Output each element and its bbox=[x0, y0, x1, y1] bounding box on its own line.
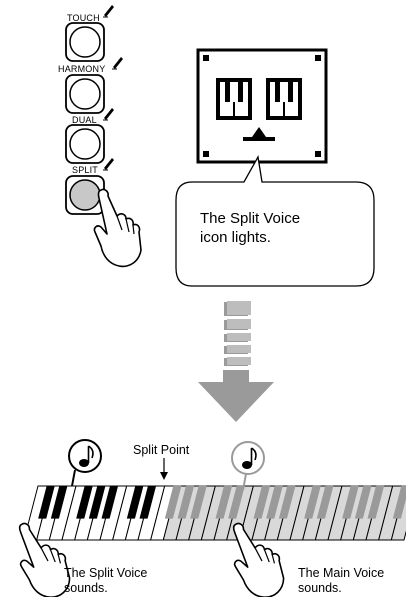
eighth-note-icon bbox=[68, 439, 102, 487]
callout-line-1: The Split Voice bbox=[200, 210, 301, 227]
black-key bbox=[190, 485, 207, 519]
callout-text: The Split Voice icon lights. bbox=[200, 209, 370, 247]
harmony-button[interactable] bbox=[65, 74, 105, 114]
black-key bbox=[50, 485, 68, 519]
split-button-label: SPLIT bbox=[72, 165, 99, 175]
black-key bbox=[278, 485, 296, 519]
pen-icon bbox=[102, 157, 115, 171]
black-key bbox=[304, 485, 321, 519]
right-caption-line-1: The Main Voice bbox=[298, 566, 385, 580]
black-key bbox=[101, 485, 119, 519]
black-key bbox=[215, 485, 233, 519]
black-key bbox=[253, 485, 271, 519]
left-caption-line-1: The Split Voice bbox=[64, 566, 148, 580]
dual-button[interactable] bbox=[65, 124, 105, 164]
callout-bubble bbox=[175, 155, 375, 287]
pointing-hand-icon bbox=[93, 188, 142, 268]
left-caption: The Split Voice sounds. bbox=[64, 566, 147, 596]
black-key bbox=[164, 485, 182, 519]
eighth-note-icon bbox=[231, 441, 265, 491]
black-key bbox=[38, 485, 55, 519]
black-key bbox=[88, 485, 106, 519]
black-key bbox=[177, 485, 195, 519]
black-key bbox=[342, 485, 359, 519]
harmony-button-label: HARMONY bbox=[58, 64, 106, 74]
black-key bbox=[354, 485, 372, 519]
black-key bbox=[392, 485, 406, 519]
black-key bbox=[76, 485, 93, 519]
left-caption-line-2: sounds. bbox=[64, 581, 108, 595]
split-point-arrow bbox=[160, 458, 168, 480]
black-key bbox=[316, 485, 334, 519]
pen-icon bbox=[102, 4, 115, 18]
black-key bbox=[126, 485, 144, 519]
touch-button[interactable] bbox=[65, 22, 105, 62]
down-arrow-icon bbox=[198, 301, 274, 422]
keyboard-icon bbox=[23, 485, 406, 541]
touch-button-label: TOUCH bbox=[67, 13, 100, 23]
black-key bbox=[228, 485, 245, 519]
black-key bbox=[139, 485, 157, 519]
callout-line-2: icon lights. bbox=[200, 229, 271, 246]
pen-icon bbox=[102, 107, 115, 121]
split-voice-lcd-icon bbox=[196, 48, 328, 164]
right-caption-line-2: sounds. bbox=[298, 581, 342, 595]
black-key bbox=[266, 485, 283, 519]
dual-button-label: DUAL bbox=[72, 115, 97, 125]
black-key bbox=[367, 485, 385, 519]
right-caption: The Main Voice sounds. bbox=[298, 566, 384, 596]
split-point-label: Split Point bbox=[133, 443, 190, 457]
pen-icon bbox=[111, 56, 124, 70]
